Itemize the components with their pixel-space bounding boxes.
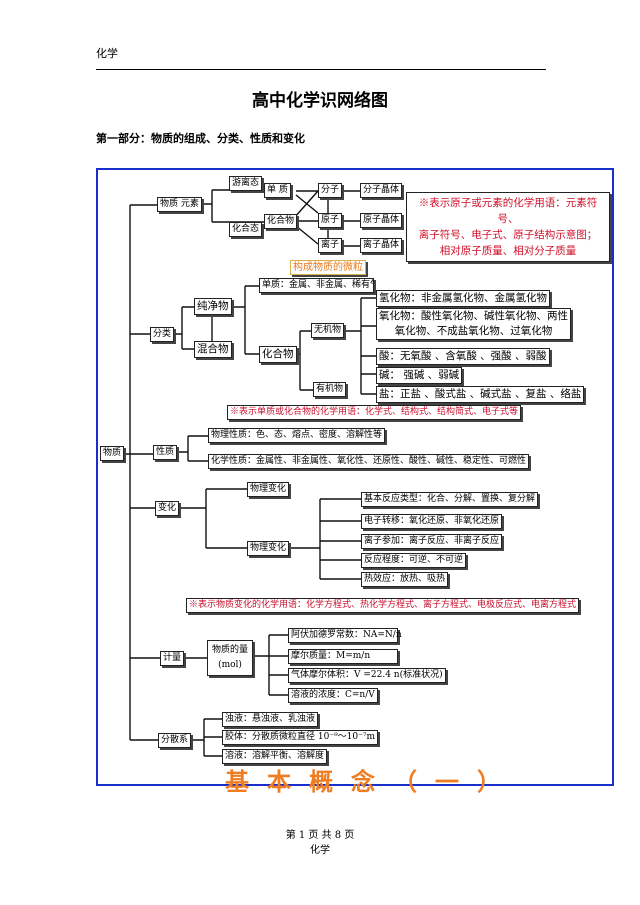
node-molar-mass: 摩尔质量：M=m/n xyxy=(288,649,398,664)
header-rule xyxy=(96,69,546,70)
node-ionic-crystal: 离子晶体 xyxy=(360,238,403,253)
node-colloid: 胶体：分散质微粒直径 10⁻⁹～10⁻⁷m xyxy=(222,730,379,745)
node-atomic-crystal: 原子晶体 xyxy=(360,213,403,228)
node-solution: 溶液：溶解平衡、溶解度 xyxy=(222,749,328,764)
node-physical-properties: 物理性质：色、态、熔点、密度、溶解性等 xyxy=(208,428,386,443)
oxide-line: 氧化物、不成盐氧化物、过氧化物 xyxy=(394,325,553,337)
node-free-state: 游离态 xyxy=(229,176,263,191)
amount-line: 物质的量 xyxy=(212,645,249,655)
node-ion-participation: 离子参加：离子反应、非离子反应 xyxy=(361,534,503,549)
footer-page-number: 第 1 页 共 8 页 xyxy=(285,830,355,841)
node-reaction-type: 基本反应类型：化合、分解、置换、复分解 xyxy=(361,492,539,507)
node-compound-class: 化合物 xyxy=(259,346,297,363)
node-molecule: 分子 xyxy=(318,183,343,198)
note-line: ※表示原子或元素的化学用语：元素符号、 xyxy=(418,197,598,225)
page-title: 高中化学识网络图 xyxy=(252,91,388,111)
node-chemical-change: 物理变化 xyxy=(247,541,290,556)
node-amount-of-substance: 物质的量 (mol) xyxy=(207,640,254,676)
node-substance-element: 物质 元素 xyxy=(157,197,202,212)
note-atom-symbols: ※表示原子或元素的化学用语：元素符号、 离子符号、电子式、原子结构示意图； 相对… xyxy=(406,192,610,262)
node-chemical-properties: 化学性质：金属性、非金属性、氧化性、还原性、酸性、碱性、稳定性、可燃性 xyxy=(208,454,530,469)
node-mixture: 混合物 xyxy=(194,341,232,358)
node-hydride: 氢化物：非金属氢化物、金属氢化物 xyxy=(376,290,550,307)
node-reaction-extent: 反应程度：可逆、不可逆 xyxy=(361,553,467,568)
node-root: 物质 xyxy=(100,446,125,461)
label-particles: 构成物质的微粒 xyxy=(290,260,366,275)
node-oxide: 氧化物：酸性氧化物、碱性氧化物、两性 氧化物、不成盐氧化物、过氧化物 xyxy=(376,308,571,340)
note-equation-terms: ※表示物质变化的化学用语：化学方程式、热化学方程式、离子方程式、电极反应式、电离… xyxy=(186,598,580,613)
node-molar-volume: 气体摩尔体积：V =22.4 n(标准状况) xyxy=(288,668,446,683)
diagram-banner: 基本概念（一） xyxy=(225,767,519,796)
node-classification: 分类 xyxy=(150,327,175,342)
note-line: 离子符号、电子式、原子结构示意图； xyxy=(418,229,598,241)
node-atom: 原子 xyxy=(318,213,343,228)
amount-line: (mol) xyxy=(218,660,242,670)
node-suspension: 浊液：悬浊液、乳浊液 xyxy=(222,712,319,727)
node-acid: 酸：无氧酸 、含氧酸 、强酸 、弱酸 xyxy=(376,348,550,365)
node-avogadro: 阿伏加德罗常数：NA=N/n xyxy=(288,628,402,643)
note-formula-terms: ※表示单质或化合物的化学用语：化学式、结构式、结构简式、电子式等 xyxy=(227,405,522,420)
node-electron-transfer: 电子转移：氧化还原、非氧化还原 xyxy=(361,514,503,529)
footer-subject: 化学 xyxy=(310,845,330,856)
node-properties: 性质 xyxy=(153,445,178,460)
node-organic: 有机物 xyxy=(313,382,347,397)
node-compound: 化合物 xyxy=(264,214,298,229)
node-physical-change: 物理变化 xyxy=(247,482,290,497)
node-combined-state: 化合态 xyxy=(229,222,263,237)
node-ion: 离子 xyxy=(318,238,343,253)
oxide-line: 氧化物：酸性氧化物、碱性氧化物、两性 xyxy=(379,310,568,322)
node-elemental-types: 单质：金属、非金属、稀有气体 xyxy=(259,278,374,293)
node-base: 碱： 强碱 、弱碱 xyxy=(376,367,463,384)
node-concentration: 溶液的浓度：C=n/V xyxy=(288,688,378,703)
node-pure: 纯净物 xyxy=(194,298,232,315)
node-changes: 变化 xyxy=(155,501,180,516)
node-molecular-crystal: 分子晶体 xyxy=(360,183,403,198)
node-dispersion: 分散系 xyxy=(158,733,192,748)
section-heading: 第一部分：物质的组成、分类、性质和变化 xyxy=(96,132,305,145)
node-measurement: 计量 xyxy=(160,651,185,666)
diagram-frame xyxy=(96,168,614,786)
node-heat-effect: 热效应：放热、吸热 xyxy=(361,572,449,587)
node-salt: 盐：正盐 、酸式盐 、碱式盐 、复盐 、络盐 xyxy=(376,386,585,403)
node-elemental: 单 质 xyxy=(264,183,291,198)
note-line: 相对原子质量、相对分子质量 xyxy=(439,245,577,257)
node-inorganic: 无机物 xyxy=(311,323,345,338)
header-subject: 化学 xyxy=(96,47,118,60)
